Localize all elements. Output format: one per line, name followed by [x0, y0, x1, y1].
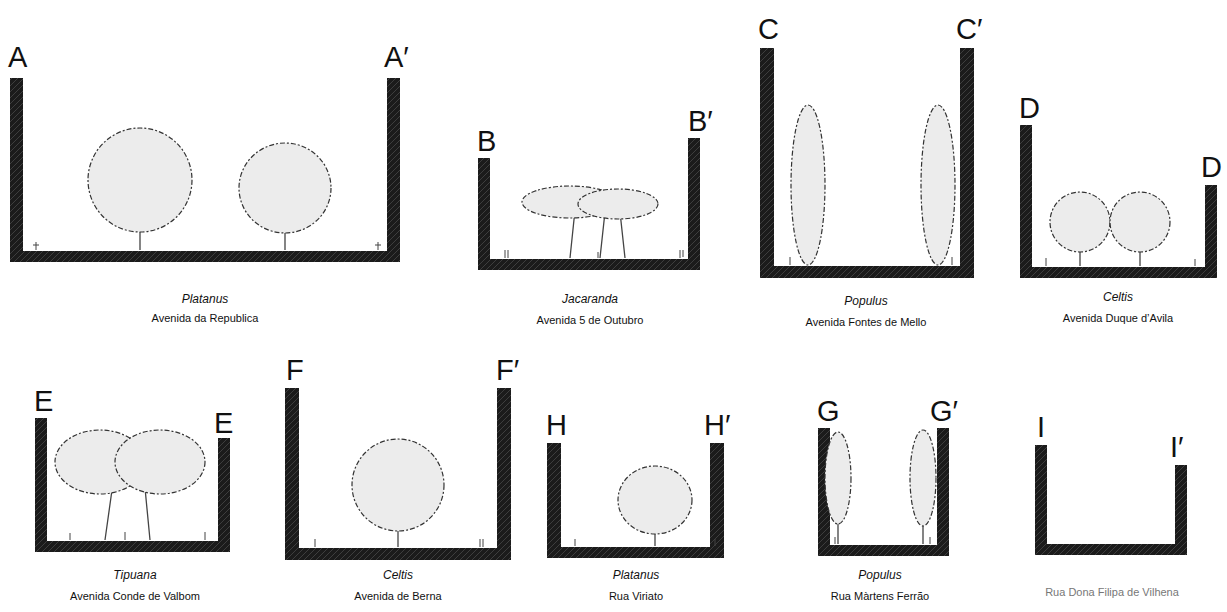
- section-letter: H: [546, 410, 567, 440]
- street-name: Rua Màrtens Ferrão: [831, 590, 929, 603]
- species-name: Platanus: [613, 568, 660, 582]
- section-letter: H′: [704, 410, 730, 440]
- section-letter: E: [34, 386, 53, 416]
- species-name: Jacaranda: [562, 292, 618, 306]
- section-letter: C′: [956, 14, 982, 44]
- section-letter: F: [286, 355, 304, 385]
- street-name: Avenida da Republica: [152, 312, 259, 325]
- section-letter: B′: [688, 106, 713, 136]
- section-letter: A: [8, 42, 27, 72]
- section-letter: C: [758, 14, 779, 44]
- section-letter: D: [1201, 152, 1222, 182]
- species-name: Celtis: [1103, 290, 1133, 304]
- street-name: Avenida de Berna: [354, 590, 441, 603]
- street-name: Avenida Fontes de Mello: [806, 316, 927, 329]
- section-letter: I′: [1170, 432, 1184, 462]
- street-name: Avenida Duque d’Avila: [1063, 312, 1173, 325]
- street-name: Avenida 5 de Outubro: [537, 314, 644, 327]
- section-letter: B: [477, 126, 496, 156]
- species-name: Populus: [844, 294, 887, 308]
- street-name: Avenida Conde de Valbom: [70, 590, 200, 603]
- species-name: Populus: [858, 568, 901, 582]
- street-name: Rua Viriato: [609, 590, 663, 603]
- section-letter: D: [1019, 93, 1040, 123]
- species-name: Platanus: [182, 292, 229, 306]
- species-name: Celtis: [383, 568, 413, 582]
- section-letter: A′: [384, 42, 409, 72]
- section-letter: F′: [496, 355, 519, 385]
- section-letter: G′: [930, 396, 958, 426]
- street-name: Rua Dona Filipa de Vilhena: [1045, 586, 1179, 599]
- section-letter: E: [214, 408, 233, 438]
- section-letter: I: [1037, 412, 1045, 442]
- species-name: Tipuana: [113, 568, 156, 582]
- section-letter: G: [817, 396, 840, 426]
